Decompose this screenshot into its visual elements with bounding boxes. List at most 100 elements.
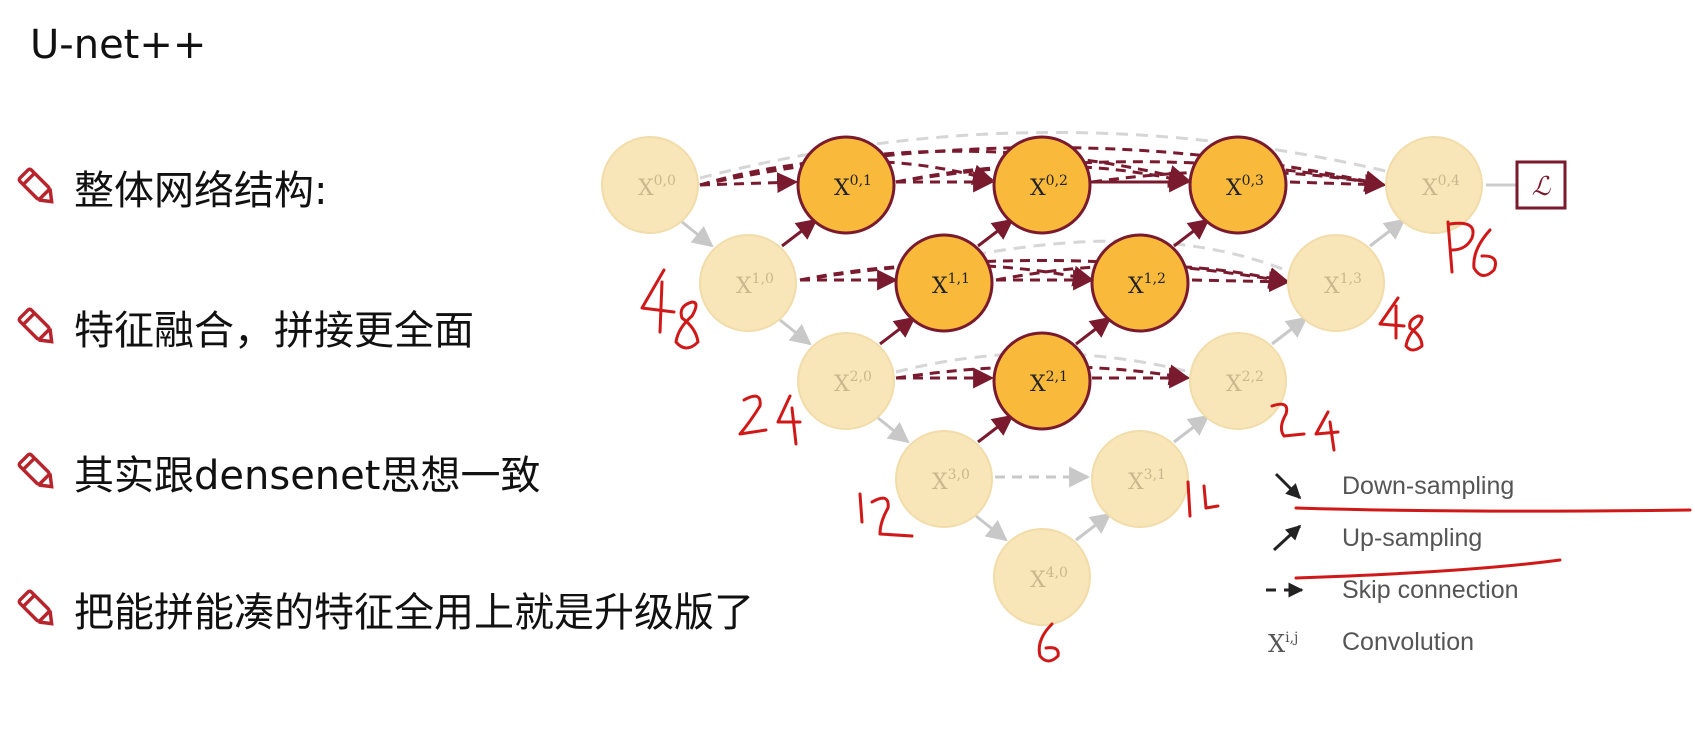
node-label-sup: 0,0 [654,173,676,189]
node-circle [699,234,797,332]
up-sampling-arrows-inactive [1075,218,1406,542]
node-x2-0: X2,0 [797,332,895,430]
node-label-letter: X [1128,470,1144,495]
annotation-underline [1294,558,1562,580]
node-circle [1189,332,1287,430]
node-label-letter: X [1226,372,1242,397]
annotation-p6-right: P6 [1446,220,1497,277]
node-circle [895,430,993,528]
node-label-sup: 1,1 [948,271,970,287]
node-label-sup: 0,4 [1438,173,1460,189]
down-sampling-arrows [681,220,1008,542]
node-x2-1: X2,1 [992,331,1092,431]
node-label-letter: X [834,372,850,397]
node-circle [894,233,994,333]
node-label: X0,2 [1030,173,1068,201]
node-label: X1,3 [1324,271,1362,299]
node-label-letter: X [1128,274,1144,299]
node-label: X0,1 [834,173,872,201]
node-circle [1385,136,1483,234]
annotation-text: 24 [740,385,742,387]
pencil-icon [17,452,54,489]
node-label: X0,0 [638,173,676,201]
legend-item-skip-connection: Skip connection [1266,576,1519,604]
xij-symbol-sup: i,j [1285,630,1298,646]
node-label-sup: 0,3 [1242,173,1264,189]
handwritten-annotations: P6 P6 48 48 24 24 12 [640,220,1497,663]
node-circle [1188,135,1288,235]
annotation-24-left: 24 [738,385,802,446]
node-label-sup: 3,0 [948,467,970,483]
down-arrow-icon [1274,472,1302,500]
bullet-text: 特征融合，拼接更全面 [74,308,474,354]
node-label-sup: 0,1 [850,173,872,189]
node-x1-3: X1,3 [1287,234,1385,332]
node-x1-2: X1,2 [1090,233,1190,333]
node-label-sup: 0,2 [1046,173,1068,189]
node-x0-3: X0,3 [1188,135,1288,235]
xij-symbol-letter: X [1268,630,1285,658]
bullet-text: 整体网络结构: [74,168,328,214]
node-label-sup: 2,0 [850,369,872,385]
annotation-48-right: 48 [1378,296,1424,352]
node-label-sup: 1,0 [752,271,774,287]
node-label: X1,1 [932,271,970,299]
bullet-text: 把能拼能凑的特征全用上就是升级版了 [74,590,754,636]
node-label-letter: X [932,274,948,299]
legend-item-down-sampling: Down-sampling [1274,472,1514,500]
pencil-icon [17,307,54,344]
node-label: X4,0 [1030,565,1068,593]
annotation-24-right: 24 [1270,402,1340,452]
node-label-sup: 3,1 [1144,467,1166,483]
unet-plusplus-diagram: ℒ X0,0X1,0X2,0X3,0X4,0X0,1X1,1X2,1X3,1X0… [601,130,1692,663]
legend-label: Up-sampling [1342,524,1482,552]
node-label: X2,0 [834,369,872,397]
node-x0-2: X0,2 [992,135,1092,235]
node-label: X0,4 [1422,173,1460,201]
node-label-sup: 1,2 [1144,271,1166,287]
annotation-48-left: 48 [640,268,700,350]
node-label: X0,3 [1226,173,1264,201]
node-label-sup: 2,1 [1046,369,1068,385]
node-circle [1287,234,1385,332]
node-label-letter: X [1226,176,1242,201]
bullet-item: 整体网络结构: [14,158,327,216]
loss-box [1515,160,1567,210]
loss-label: ℒ [1532,172,1552,202]
legend: Down-sampling Up-sampling Skip connectio… [1266,472,1692,658]
node-label-letter: X [932,470,948,495]
node-circle [601,136,699,234]
up-sampling-arrows-active [781,218,1210,444]
pencil-icon [17,589,54,626]
node-x0-0: X0,0 [601,136,699,234]
legend-item-convolution: Xi,j Convolution [1268,628,1474,658]
node-label: X3,1 [1128,467,1166,495]
legend-label: Skip connection [1342,576,1519,604]
legend-label: Convolution [1342,628,1474,656]
node-label-letter: X [736,274,752,299]
node-label: X1,2 [1128,271,1166,299]
annotation-12-left: 12 [858,492,914,538]
node-x3-1: X3,1 [1091,430,1189,528]
bullet-item: 其实跟densenet思想一致 [14,443,540,501]
legend-label: Down-sampling [1342,472,1514,500]
node-label: X2,2 [1226,369,1264,397]
legend-item-up-sampling: Up-sampling [1272,524,1482,552]
annotation-underline [1294,506,1692,513]
bullet-text: 其实跟densenet思想一致 [74,453,541,499]
node-label-letter: X [638,176,654,201]
annotation-12-right: 12 [1186,480,1220,518]
node-label-letter: X [1324,274,1340,299]
node-circle [992,135,1092,235]
node-x3-0: X3,0 [895,430,993,528]
node-label-letter: X [1030,176,1046,201]
node-label: X1,0 [736,271,774,299]
node-circle [993,528,1091,626]
bullet-item: 特征融合，拼接更全面 [14,298,474,356]
node-label-letter: X [1030,568,1046,593]
node-label-letter: X [1030,372,1046,397]
node-circle [992,331,1092,431]
node-x1-0: X1,0 [699,234,797,332]
node-x1-1: X1,1 [894,233,994,333]
node-circle [796,135,896,235]
